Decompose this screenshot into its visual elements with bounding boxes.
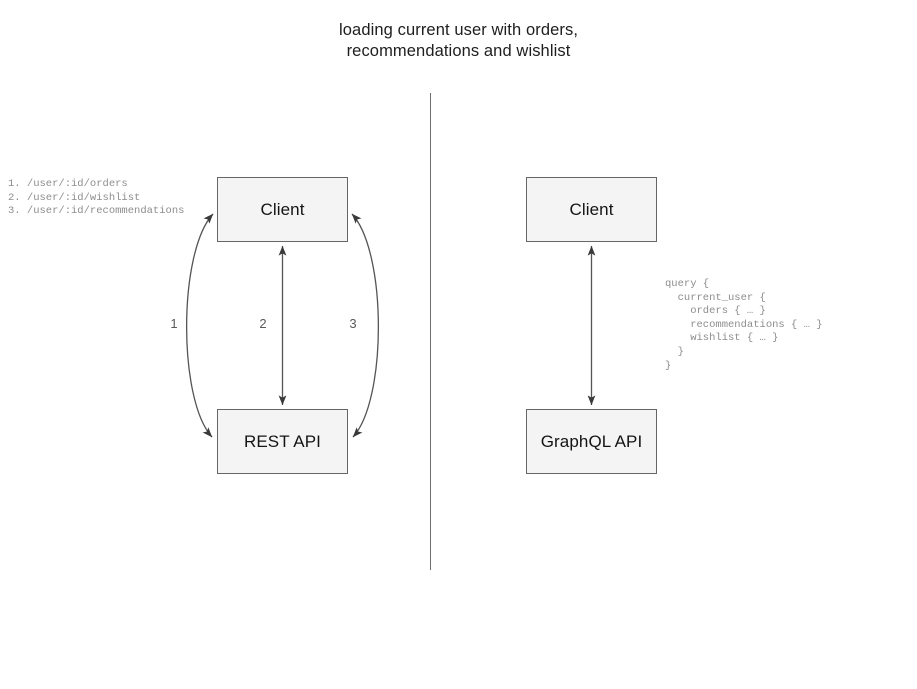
diagram-title: loading current user with orders, recomm… (339, 21, 578, 60)
node-graphql-client[interactable]: Client (526, 177, 657, 242)
graphql-query-annotation: query { current_user { orders { … } reco… (665, 278, 823, 372)
edge-label-3: 3 (349, 316, 357, 331)
edge-3-path (351, 213, 380, 438)
edge-label-2: 2 (259, 316, 267, 331)
rest-endpoints-annotation: 1. /user/:id/orders 2. /user/:id/wishlis… (8, 178, 185, 218)
edge-1-path (185, 213, 214, 438)
edge-label-1: 1 (170, 316, 178, 331)
node-rest-client[interactable]: Client (217, 177, 348, 242)
panel-divider (430, 93, 431, 570)
node-rest-api[interactable]: REST API (217, 409, 348, 474)
node-graphql-api[interactable]: GraphQL API (526, 409, 657, 474)
